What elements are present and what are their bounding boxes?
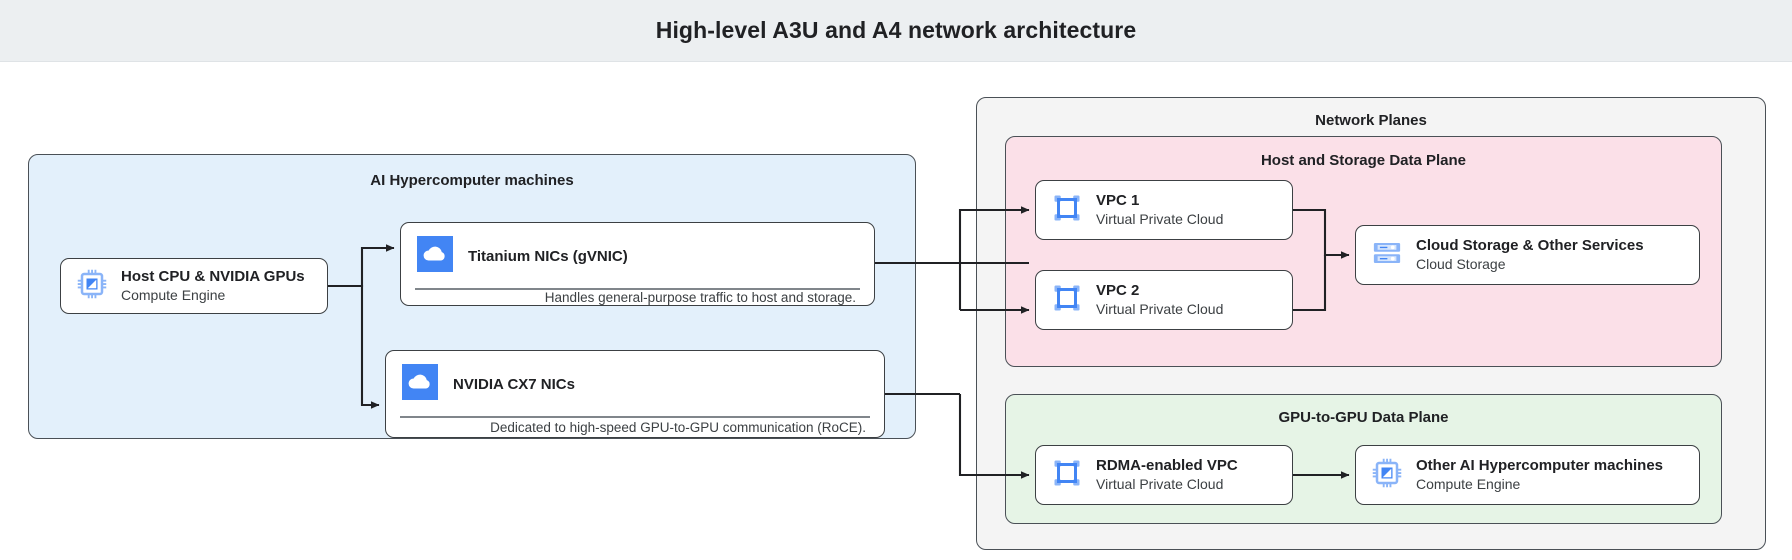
node-rdma-enabled-vpc[interactable]: RDMA-enabled VPC Virtual Private Cloud	[1035, 445, 1293, 505]
node-text: Cloud Storage & Other Services Cloud Sto…	[1416, 236, 1644, 274]
node-note: Handles general-purpose traffic to host …	[544, 290, 856, 305]
node-text: Host CPU & NVIDIA GPUs Compute Engine	[121, 267, 305, 305]
node-titanium-nics[interactable]: Titanium NICs (gVNIC) Handles general-pu…	[400, 222, 875, 306]
node-vpc-2[interactable]: VPC 2 Virtual Private Cloud	[1035, 270, 1293, 330]
node-text: Other AI Hypercomputer machines Compute …	[1416, 456, 1663, 494]
node-nvidia-cx7-nics[interactable]: NVIDIA CX7 NICs Dedicated to high-speed …	[385, 350, 885, 438]
node-title: Host CPU & NVIDIA GPUs	[121, 268, 305, 285]
node-title: NVIDIA CX7 NICs	[453, 376, 575, 393]
node-vpc-1[interactable]: VPC 1 Virtual Private Cloud	[1035, 180, 1293, 240]
node-subtitle: Virtual Private Cloud	[1096, 301, 1224, 317]
node-title: Other AI Hypercomputer machines	[1416, 457, 1664, 474]
vpc-icon	[1052, 283, 1082, 318]
divider	[415, 288, 860, 290]
diagram-canvas: AI Hypercomputer machines Network Planes…	[0, 62, 1792, 560]
cloud-icon	[402, 364, 438, 405]
node-subtitle: Compute Engine	[121, 287, 226, 303]
node-subtitle: Compute Engine	[1416, 476, 1521, 492]
node-other-ai-hypercomputer-machines[interactable]: Other AI Hypercomputer machines Compute …	[1355, 445, 1700, 505]
node-subtitle: Cloud Storage	[1416, 256, 1506, 272]
node-host-cpu-gpus[interactable]: Host CPU & NVIDIA GPUs Compute Engine	[60, 258, 328, 314]
node-text: VPC 1 Virtual Private Cloud	[1096, 191, 1223, 229]
node-title: Titanium NICs (gVNIC)	[468, 248, 628, 265]
node-title: RDMA-enabled VPC	[1096, 457, 1238, 474]
node-text: RDMA-enabled VPC Virtual Private Cloud	[1096, 456, 1238, 494]
group-label-ai-machines: AI Hypercomputer machines	[370, 172, 574, 189]
cloud-storage-icon	[1372, 238, 1402, 273]
vpc-icon	[1052, 193, 1082, 228]
cloud-icon	[417, 236, 453, 277]
node-title: VPC 1	[1096, 192, 1140, 209]
page-title: High-level A3U and A4 network architectu…	[655, 17, 1137, 43]
node-title: Cloud Storage & Other Services	[1416, 237, 1644, 254]
divider	[400, 416, 870, 418]
node-text: VPC 2 Virtual Private Cloud	[1096, 281, 1223, 319]
diagram-title-bar: High-level A3U and A4 network architectu…	[0, 0, 1792, 62]
group-label-gpu-plane: GPU-to-GPU Data Plane	[1278, 409, 1449, 426]
node-header: Titanium NICs (gVNIC)	[401, 223, 874, 277]
node-title: VPC 2	[1096, 282, 1140, 299]
vpc-icon	[1052, 458, 1082, 493]
group-label-host-storage-plane: Host and Storage Data Plane	[1260, 152, 1467, 169]
compute-engine-chip-icon	[1372, 458, 1402, 493]
node-note: Dedicated to high-speed GPU-to-GPU commu…	[490, 420, 866, 435]
node-subtitle: Virtual Private Cloud	[1096, 211, 1224, 227]
node-header: NVIDIA CX7 NICs	[386, 351, 884, 405]
node-subtitle: Virtual Private Cloud	[1096, 476, 1224, 492]
compute-engine-chip-icon	[77, 269, 107, 304]
group-label-network-planes: Network Planes	[1315, 112, 1427, 129]
node-cloud-storage[interactable]: Cloud Storage & Other Services Cloud Sto…	[1355, 225, 1700, 285]
